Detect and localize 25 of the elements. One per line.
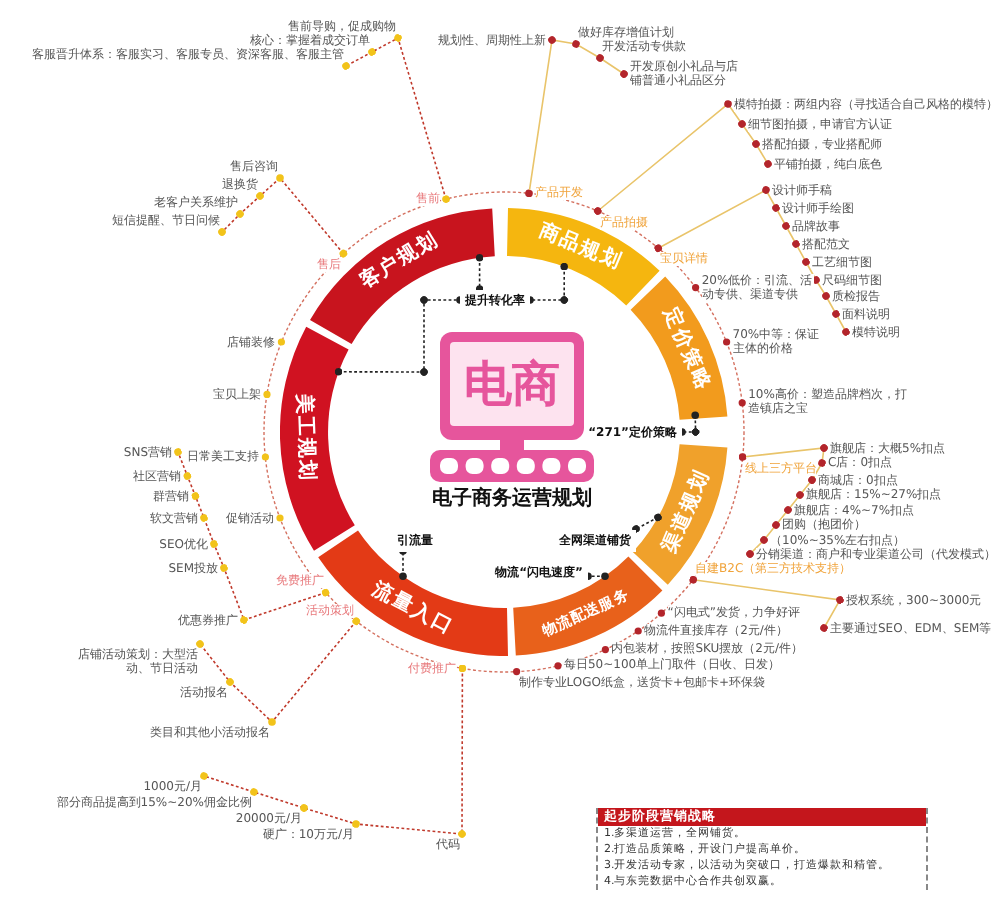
leader-line <box>689 576 844 632</box>
connector <box>399 550 407 580</box>
leader-line <box>739 444 828 558</box>
leader-line <box>654 186 850 336</box>
leader-line <box>195 617 361 726</box>
leader-line <box>200 665 466 838</box>
segment-title: 定价策略 <box>657 305 716 396</box>
center-title: 电子商务运营规划 <box>432 488 592 512</box>
segment-title: 美工规划 <box>290 394 318 484</box>
leader-line <box>593 100 772 215</box>
segment-title: 客户规划 <box>355 228 444 295</box>
leader-line <box>174 448 330 624</box>
connector <box>335 296 461 376</box>
leader-line <box>342 34 450 203</box>
strategy-panel <box>596 808 928 890</box>
screen-text: 电商 <box>464 356 560 412</box>
connector <box>529 263 569 304</box>
segment-title: 渠道规划 <box>658 466 716 557</box>
leader-line <box>218 174 348 258</box>
connector <box>587 572 609 580</box>
connector <box>476 254 483 290</box>
connector <box>632 513 662 532</box>
segment-title: 流量入口 <box>367 578 457 641</box>
leader-line <box>525 36 628 197</box>
connector <box>681 411 700 436</box>
